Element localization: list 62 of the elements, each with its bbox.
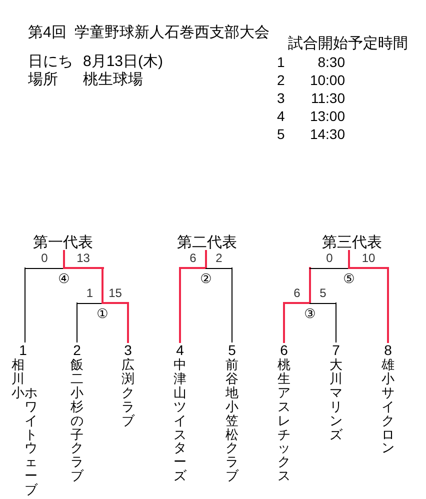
- date-value: 8月13日(木): [83, 53, 164, 71]
- bracket-line: [387, 267, 389, 343]
- score-label: 6: [292, 287, 302, 300]
- team-name: 前谷地小笠松クラブ: [226, 358, 238, 484]
- score-label: 15: [108, 287, 123, 300]
- team-name: 大川マリンズ: [330, 358, 342, 442]
- score-label: 0: [40, 252, 49, 265]
- team-name: 中津山ツイスターズ: [174, 358, 186, 484]
- team-number: 7: [331, 342, 341, 358]
- bracket-line: [102, 267, 104, 304]
- team-number: 5: [227, 342, 237, 358]
- team-name: 広渕クラブ: [122, 358, 134, 428]
- bracket-line: [127, 302, 129, 343]
- bracket-winner-label: 第三代表: [318, 234, 386, 251]
- team-name: 雄小サイクロン: [382, 358, 394, 456]
- bracket-line: [179, 267, 181, 343]
- schedule-heading: 試合開始予定時間: [288, 35, 408, 53]
- team-name: 相川小: [12, 358, 24, 400]
- team-number: 4: [175, 342, 185, 358]
- title: 第4回 学童野球新人石巻西支部大会: [28, 24, 270, 41]
- score-label: 10: [360, 252, 376, 265]
- game-number: 2: [277, 71, 285, 89]
- date-label: 日にち: [28, 53, 73, 71]
- venue-value: 桃生球場: [83, 71, 143, 89]
- team-number: 1: [18, 342, 28, 358]
- team-name: 桃生アスレチックス: [278, 358, 290, 484]
- match-number: ①: [96, 306, 110, 321]
- team-number: 8: [383, 342, 393, 358]
- start-time: 10:00: [310, 71, 345, 89]
- team-number: 3: [123, 342, 133, 358]
- game-number: 5: [277, 125, 285, 143]
- score-label: 1: [85, 287, 94, 300]
- game-number: 4: [277, 107, 285, 125]
- match-number: ②: [199, 271, 213, 286]
- bracket-winner-label: 第一代表: [29, 234, 97, 251]
- score-label: 13: [76, 252, 91, 265]
- team-name: 飯二小杉の子クラブ: [70, 358, 84, 484]
- match-number: ⑤: [342, 271, 356, 286]
- match-number: ③: [303, 306, 317, 321]
- game-number: 1: [277, 53, 285, 71]
- match-number: ④: [57, 271, 71, 286]
- bracket-line: [283, 302, 285, 343]
- bracket-line: [205, 250, 207, 269]
- team-number: 6: [279, 342, 289, 358]
- venue-label: 場所: [28, 71, 58, 89]
- bracket-winner-label: 第二代表: [173, 234, 241, 251]
- bracket-line: [348, 250, 350, 269]
- score-label: 6: [188, 252, 198, 265]
- team-name: ホワイトウェーブ: [24, 386, 38, 498]
- team-number: 2: [72, 342, 82, 358]
- start-time: 8:30: [318, 53, 345, 71]
- bracket-line: [24, 268, 26, 342]
- bracket-line: [63, 250, 65, 269]
- bracket-line: [76, 302, 78, 342]
- start-time: 11:30: [311, 89, 345, 107]
- start-time: 13:00: [310, 107, 345, 125]
- score-label: 0: [325, 252, 334, 265]
- score-label: 2: [214, 252, 224, 265]
- start-time: 14:30: [310, 125, 345, 143]
- game-number: 3: [277, 89, 285, 107]
- bracket-line: [309, 267, 311, 304]
- score-label: 5: [318, 287, 328, 300]
